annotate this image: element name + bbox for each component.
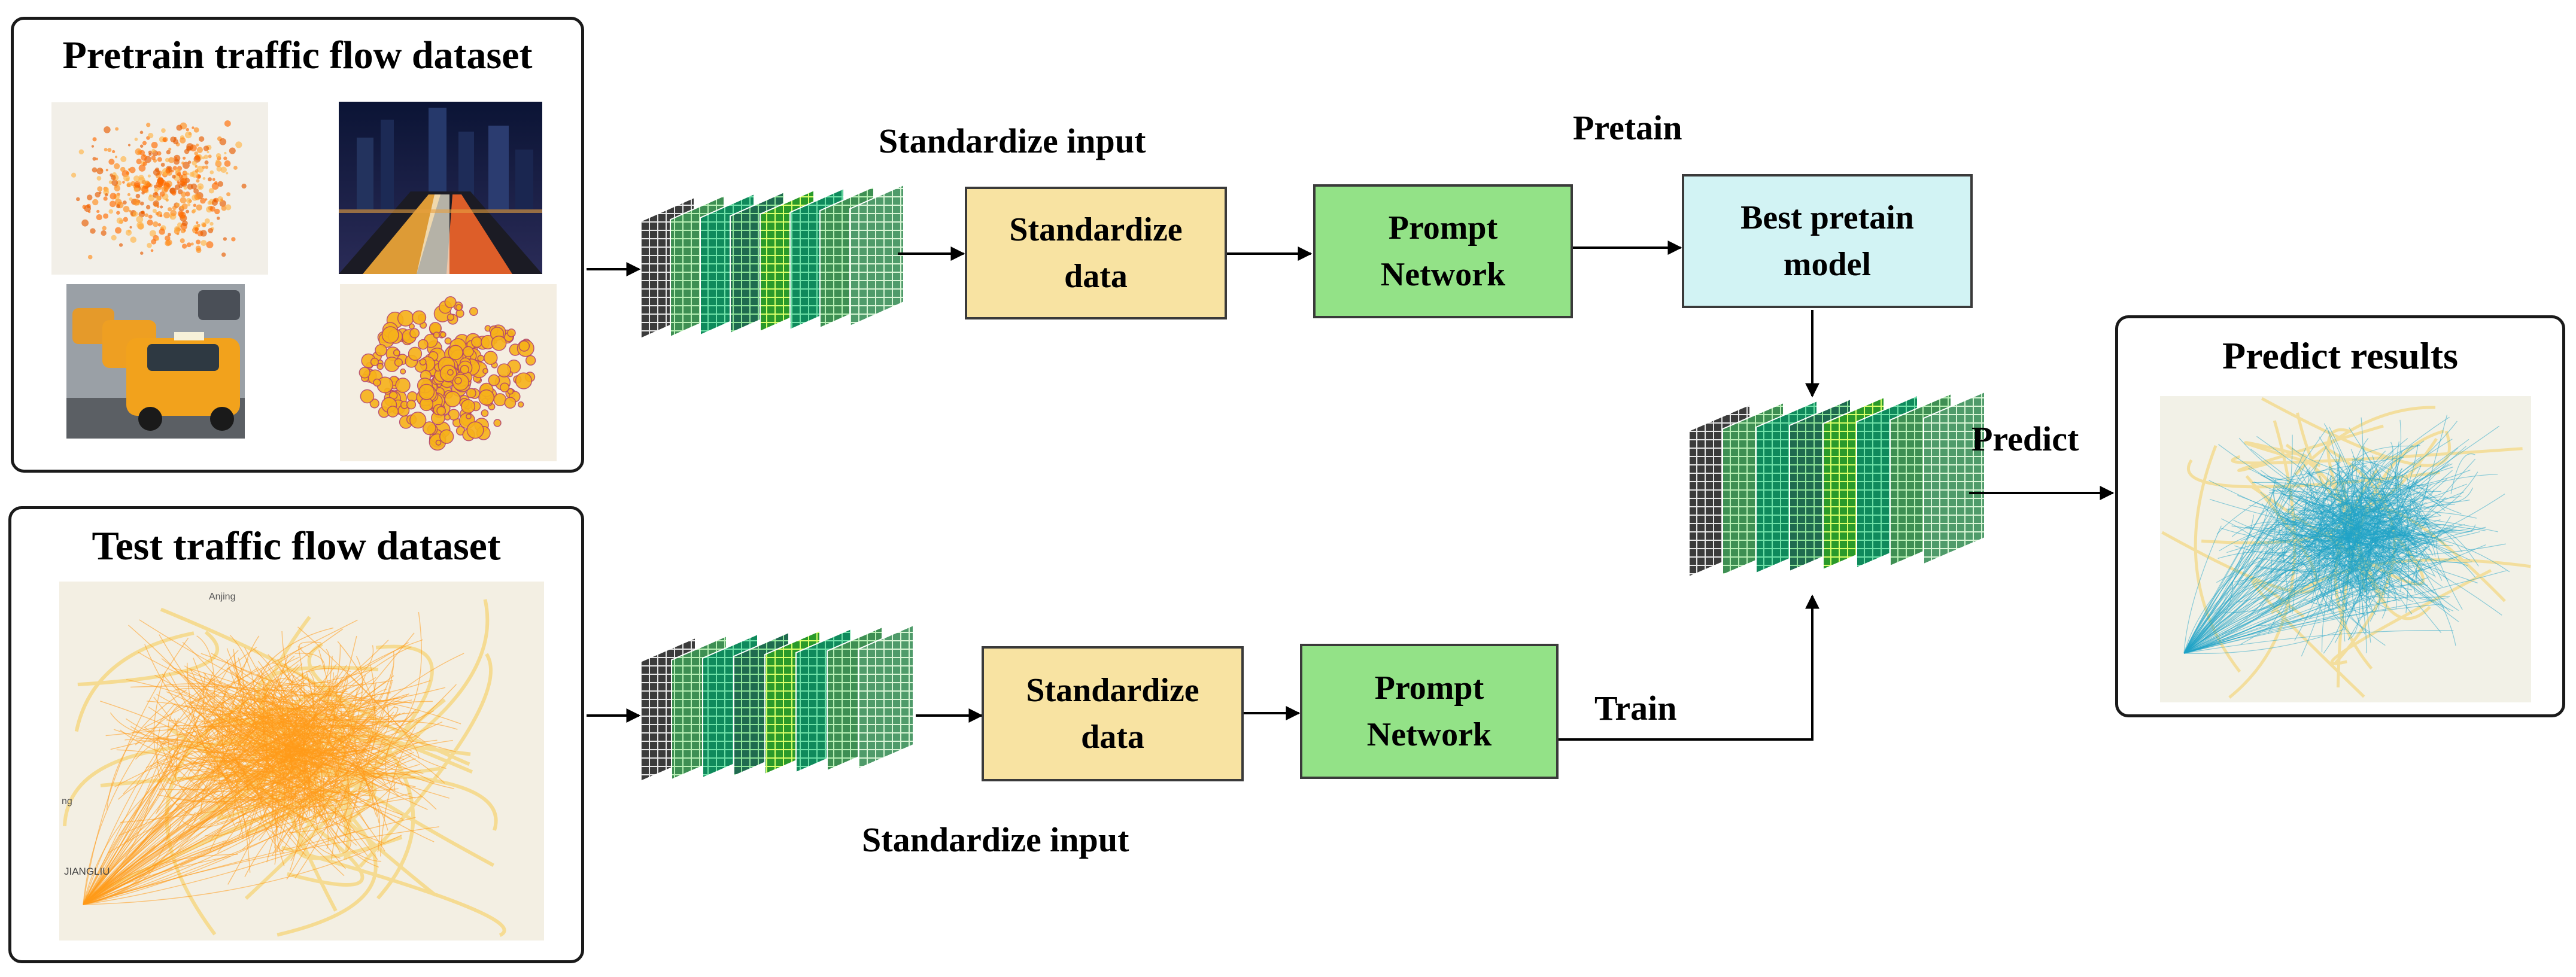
predict-label: Predict [1972, 419, 2079, 458]
bottom-prompt-line1: Prompt [1374, 669, 1484, 707]
bubble-map-image [340, 284, 557, 461]
arrow-prompt-to-stack-train [1559, 594, 1819, 741]
traffic-heatmap-image [51, 102, 268, 275]
bottom-standardize-input-label: Standardize input [862, 820, 1129, 859]
night-highway-photo [339, 102, 542, 274]
pretrain-dataset-panel: Pretrain traffic flow dataset [11, 17, 584, 473]
top-standardize-data-box: Standardize data [965, 187, 1227, 319]
test-dataset-title: Test traffic flow dataset [92, 523, 501, 568]
pretrain-dataset-title: Pretrain traffic flow dataset [62, 34, 533, 77]
train-label: Train [1594, 689, 1677, 728]
top-prompt-line1: Prompt [1388, 209, 1498, 246]
best-pretain-model-box: Best pretain model [1682, 174, 1973, 308]
feature-stack-predict-input [1688, 391, 1985, 578]
test-map-label-jiangliu: JIANGLIU [64, 866, 110, 877]
test-map-label-anjing: Anjing [209, 592, 235, 602]
bottom-standardize-data-box: Standardize data [982, 646, 1244, 781]
test-route-map: Anjing JIANGLIU ng [59, 582, 544, 941]
result-route-map [2160, 396, 2531, 702]
best-model-line2: model [1783, 246, 1872, 283]
predict-results-title: Predict results [2222, 334, 2458, 377]
pretain-label: Pretain [1573, 108, 1682, 147]
taxis-photo [66, 284, 245, 439]
feature-map-layer [1923, 391, 1985, 565]
feature-map-layer [849, 184, 904, 327]
top-standardize-line2: data [1064, 258, 1128, 295]
bottom-standardize-line2: data [1081, 719, 1144, 756]
feature-stack-bottom-input [640, 624, 914, 783]
heatmap-art [51, 102, 268, 275]
feature-map-layer [858, 624, 914, 770]
test-dataset-panel: Test traffic flow dataset Anjing JIANGLI… [8, 506, 584, 963]
bottom-standardize-line1: Standardize [1026, 672, 1199, 709]
best-model-line1: Best pretain [1740, 199, 1914, 236]
bottom-prompt-network-box: Prompt Network [1300, 644, 1559, 779]
top-prompt-network-box: Prompt Network [1313, 184, 1573, 318]
top-prompt-line2: Network [1380, 256, 1506, 293]
top-standardize-input-label: Standardize input [879, 121, 1146, 160]
top-standardize-line1: Standardize [1009, 211, 1183, 248]
bottom-prompt-line2: Network [1366, 716, 1492, 753]
test-map-label-ng: ng [62, 796, 72, 806]
predict-results-panel: Predict results [2115, 315, 2565, 717]
feature-stack-top-input [640, 184, 904, 340]
